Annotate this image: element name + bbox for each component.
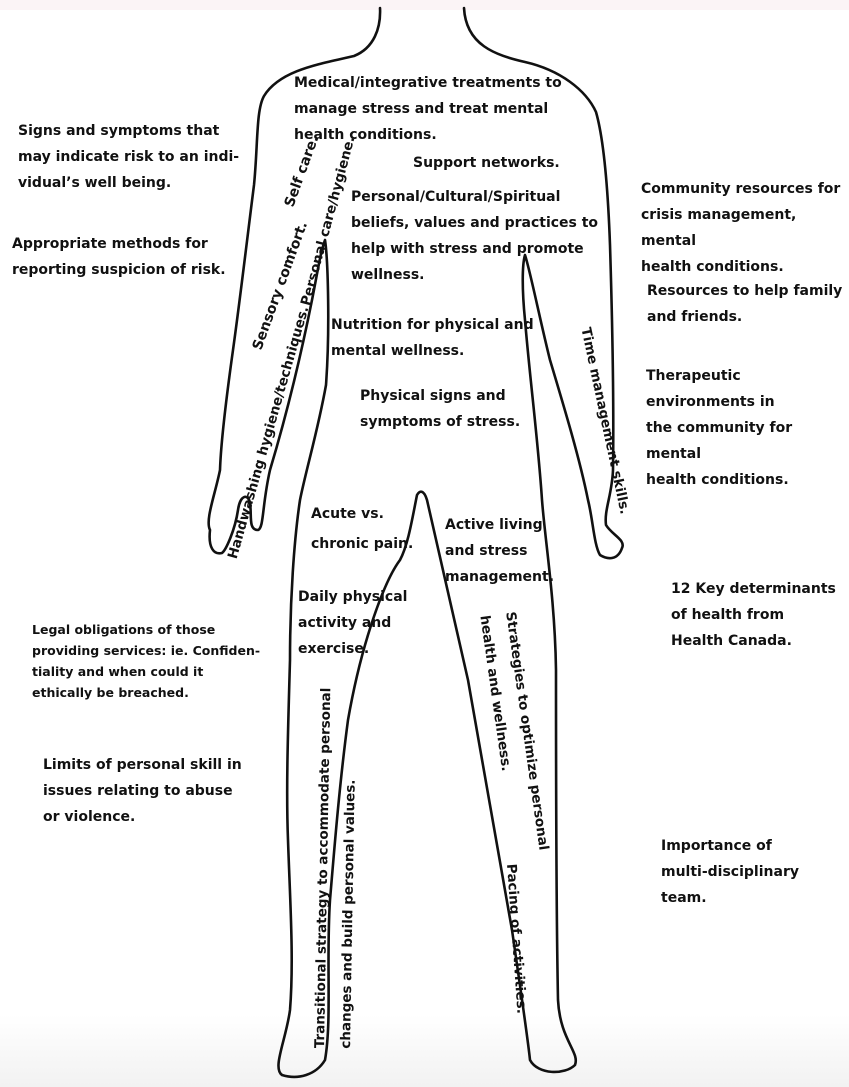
transitional-strategy-label: Transitional strategy to accommodate per…: [307, 687, 365, 1049]
multidisciplinary-team-label: Importance of multi-disciplinary team.: [661, 833, 799, 911]
limits-personal-skill-label: Limits of personal skill in issues relat…: [43, 752, 242, 830]
support-networks-label: Support networks.: [413, 150, 560, 176]
active-living-label: Active living and stress management.: [445, 512, 554, 590]
therapeutic-environments-label: Therapeutic environments in the communit…: [646, 363, 849, 493]
key-determinants-label: 12 Key determinants of health from Healt…: [671, 576, 836, 654]
nutrition-label: Nutrition for physical and mental wellne…: [331, 312, 534, 364]
beliefs-values-label: Personal/Cultural/Spiritual beliefs, val…: [351, 184, 598, 288]
community-resources-label: Community resources for crisis managemen…: [641, 176, 849, 280]
medical-treatments-label: Medical/integrative treatments to manage…: [294, 70, 562, 148]
physical-signs-label: Physical signs and symptoms of stress.: [360, 383, 520, 435]
daily-activity-label: Daily physical activity and exercise.: [298, 584, 407, 662]
signs-symptoms-label: Signs and symptoms that may indicate ris…: [18, 118, 239, 196]
legal-obligations-label: Legal obligations of those providing ser…: [32, 619, 260, 703]
family-resources-label: Resources to help family and friends.: [647, 278, 842, 330]
acute-chronic-pain-label: Acute vs. chronic pain.: [311, 499, 413, 559]
reporting-risk-label: Appropriate methods for reporting suspic…: [12, 231, 226, 283]
